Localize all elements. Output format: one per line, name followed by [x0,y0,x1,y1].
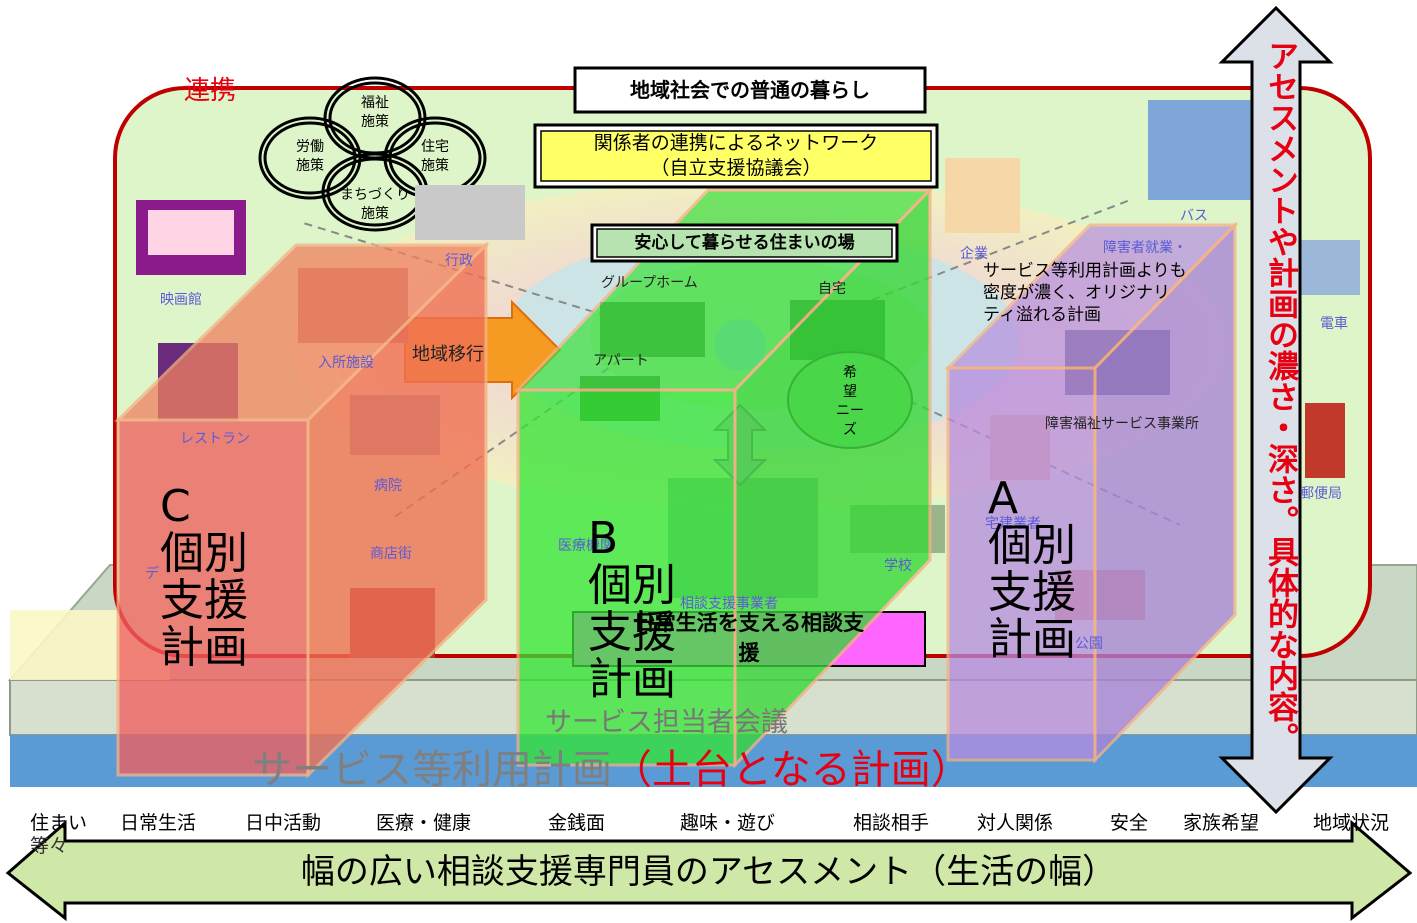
place-realestate: 宅建業者 [985,516,1041,532]
network-box-text: 関係者の連携によるネットワーク （自立支援協議会） [541,131,931,181]
policy-labor: 労働施策 [285,138,335,176]
panel-c-l2: 支援 [160,575,248,627]
panel-c-l3: 計画 [160,622,248,674]
policy-town: まちづくり施策 [330,186,420,224]
category-5: 趣味・遊び [680,812,776,834]
place-gov: 行政 [445,253,473,269]
panel-a-l2: 支援 [988,567,1076,619]
renkei-label: 連携 [184,76,237,106]
policy-welfare: 福祉施策 [350,94,400,132]
panel-a-l1: 個別 [988,520,1076,572]
chiiki-ikou-text: 地域移行 [412,344,484,365]
panel-c [114,241,490,779]
category-7: 対人関係 [977,812,1054,834]
policy-welfare-l1: 福祉 [361,95,389,111]
panel-a-l3: 計画 [988,614,1076,666]
assessment-depth-text: アセスメントや計画の濃さ・深さ。具体的な内容。 [1262,40,1298,753]
place-facility: 入所施設 [318,355,374,371]
place-post: 郵便局 [1300,486,1342,502]
a-note-l2: 密度が濃く、オリジナリ [983,283,1170,303]
category-3: 医療・健康 [376,812,472,834]
place-restaurant: レストラン [180,431,250,447]
dodai-text: （土台となる計画） [612,747,971,793]
category-6: 相談相手 [853,812,930,834]
panel-a-text: A 個別 支援 計画 [988,475,1076,663]
network-line2: （自立支援協議会） [650,157,822,179]
place-train: 電車 [1320,316,1348,332]
network-line1: 関係者の連携によるネットワーク [593,132,879,154]
place-hospital: 病院 [374,478,402,494]
place-bus: バス [1180,208,1208,224]
policy-housing: 住宅施策 [410,138,460,176]
a-note-l3: ティ溢れる計画 [983,305,1101,325]
support-box-text: 日常生活を支える相談支 援 [573,608,925,668]
panel-b-l3: 計画 [588,654,676,706]
place-shops: 商店街 [370,546,412,562]
place-employment: 障害者就業・ [1103,240,1187,256]
panel-b-text: B 個別 支援 計画 [588,515,676,703]
panel-a [944,221,1239,764]
place-welfare-office: 障害福祉サービス事業所 [1045,416,1199,432]
panel-b-letter: B [588,513,619,564]
place-medical: 医療機関 [558,538,614,554]
place-company: 企業 [960,246,988,262]
service-plan-label: サービス等利用計画（土台となる計画） [252,737,971,795]
category-9: 家族希望 [1183,812,1260,834]
policy-labor-l2: 施策 [296,158,324,174]
assessment-depth-arrow [1218,5,1334,815]
service-plan-text: サービス等利用計画 [252,747,612,793]
assessment-width-arrow [5,819,1413,922]
support-line2: 援 [738,641,760,665]
policy-housing-l2: 施策 [421,158,449,174]
needs-c2: 望 [843,384,857,400]
tantousha-label: サービス担当者会議 [545,707,788,738]
needs-text: 希 望 ニー ズ [820,364,880,440]
panel-c-letter: C [160,481,191,532]
policy-town-l2: 施策 [361,206,389,222]
category-2: 日中活動 [245,812,322,834]
place-consult: 相談支援事業者 [680,596,778,612]
place-home: 自宅 [818,281,846,297]
panel-b-l1: 個別 [588,560,676,612]
support-line1: 日常生活を支える相談支 [633,611,865,635]
place-apartment: アパート [593,353,649,369]
a-note-l1: サービス等利用計画よりも [983,261,1187,281]
needs-c1: 希 [843,365,857,381]
panel-c-text: C 個別 支援 計画 [160,483,248,671]
panel-a-letter: A [988,473,1019,524]
place-group-home: グループホーム [601,275,698,291]
top-box [573,66,927,114]
housing-box-text: 安心して暮らせる住まいの場 [634,233,855,253]
policy-labor-l1: 労働 [296,139,324,155]
needs-c3: ニー [836,403,864,419]
policy-town-l1: まちづくり [340,187,410,203]
place-dept: デ [145,566,159,582]
place-park: 公園 [1075,636,1103,652]
policy-circles [258,76,487,232]
place-movie: 映画館 [160,292,202,308]
policy-welfare-l2: 施策 [361,114,389,130]
panel-b-l2: 支援 [588,607,676,659]
needs-c4: ズ [843,422,857,438]
category-8: 安全 [1110,812,1149,834]
bottom-arrow-text: 幅の広い相談支援専門員のアセスメント（生活の幅） [300,852,1117,892]
category-0: 住まい [30,812,88,834]
category-1: 日常生活 [120,812,197,834]
category-10: 地域状況 [1313,812,1390,834]
panel-c-l1: 個別 [160,528,248,580]
place-school: 学校 [884,558,912,574]
a-note: サービス等利用計画よりも 密度が濃く、オリジナリ ティ溢れる計画 [983,260,1187,326]
category-4: 金銭面 [548,812,606,834]
policy-housing-l1: 住宅 [421,139,449,155]
top-box-text: 地域社会での普通の暮らし [630,78,870,102]
category-sub: 等々 [30,835,69,857]
